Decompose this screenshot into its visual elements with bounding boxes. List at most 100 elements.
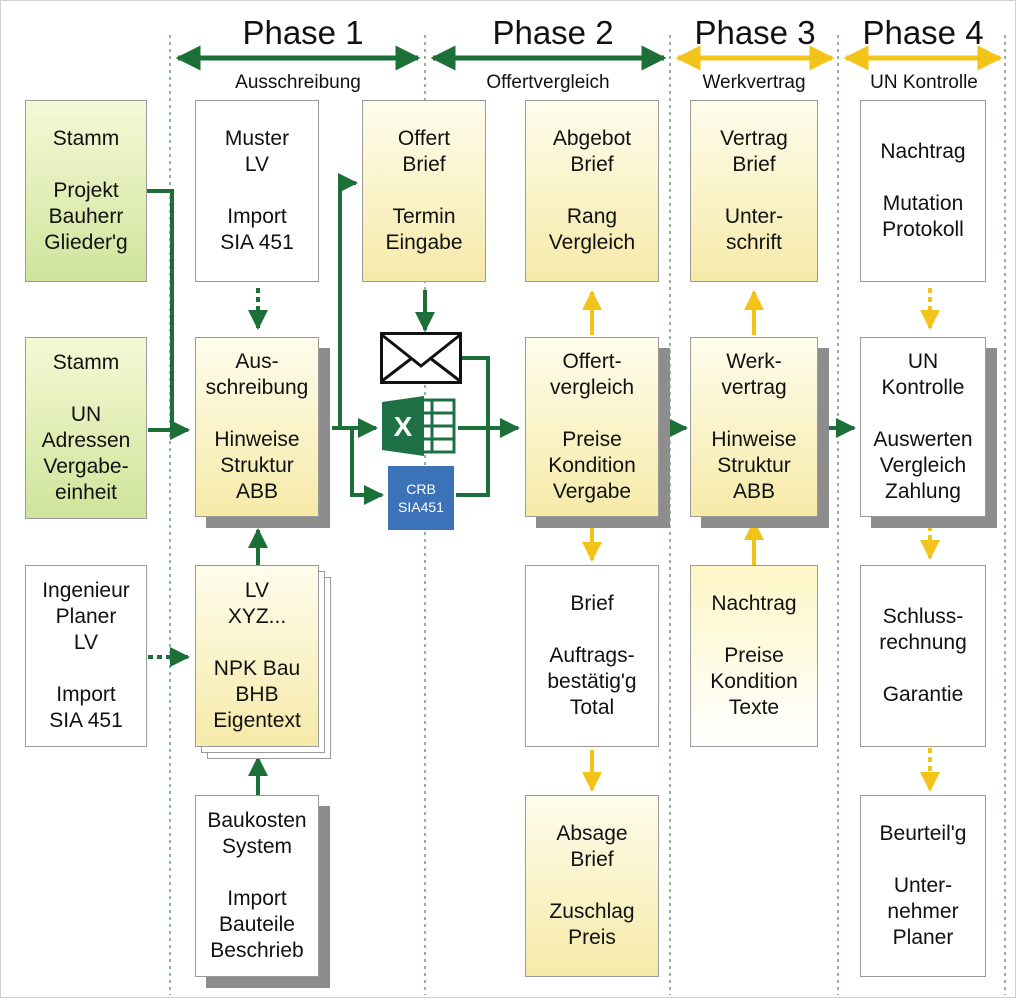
box-line: Rang	[566, 205, 618, 228]
box-line: LV	[244, 579, 270, 602]
box-line: rechnung	[879, 631, 967, 654]
box-line: NPK Bau	[213, 657, 301, 680]
box-line: System	[221, 835, 292, 858]
box-line: Bauteile	[219, 913, 295, 936]
box-line: Auftrags-	[549, 644, 635, 667]
box-line: Eigentext	[213, 709, 301, 732]
box-line: Werk-	[726, 350, 782, 373]
box-line: Brief	[402, 153, 446, 176]
phase-2-title: Phase 2	[492, 14, 614, 51]
box-line: ABB	[732, 480, 776, 503]
box-line: Zahlung	[885, 480, 961, 503]
box-line: Brief	[732, 153, 776, 176]
box-line: Kontrolle	[881, 376, 965, 399]
excel-letter: X	[394, 411, 413, 442]
box-line: Brief	[570, 592, 614, 615]
box-line: LV	[244, 153, 270, 176]
box-line: Abgebot	[552, 127, 632, 150]
box-line: Aus-	[235, 350, 279, 373]
phase-2-subtitle: Offertvergleich	[486, 72, 610, 93]
box-line: Schluss-	[882, 605, 964, 628]
phase-3-subtitle: Werkvertrag	[702, 72, 806, 93]
phase-1-subtitle: Ausschreibung	[235, 72, 361, 93]
excel-icon: X	[382, 396, 456, 456]
box-line: Vergabe-	[43, 455, 129, 478]
box-line: Offert-	[562, 350, 622, 373]
box-line: LV	[73, 631, 99, 654]
box-line: ABB	[235, 480, 279, 503]
box-line: Struktur	[717, 454, 791, 477]
box-line: Adressen	[41, 429, 131, 452]
box-line: Preis	[568, 926, 616, 949]
box-line: Ingenieur	[42, 579, 130, 602]
crb-label: CRB	[406, 481, 436, 497]
box-line: Zuschlag	[549, 900, 635, 923]
box-line: Projekt	[53, 179, 119, 202]
box-line: UN	[70, 403, 102, 426]
box-line: Brief	[570, 848, 614, 871]
box-line: Unter-	[893, 874, 953, 897]
phase-4-subtitle: UN Kontrolle	[870, 72, 978, 93]
box-line: Baukosten	[207, 809, 307, 832]
box-line: Brief	[570, 153, 614, 176]
phase-1-title: Phase 1	[242, 14, 364, 51]
box-line: Planer	[892, 926, 954, 949]
box-line: Nachtrag	[880, 140, 966, 163]
box-line: XYZ...	[227, 605, 287, 628]
box-line: Hinweise	[711, 428, 797, 451]
phase-3-title: Phase 3	[694, 14, 816, 51]
box-line: Beschrieb	[210, 939, 304, 962]
sia451-label: SIA451	[398, 499, 444, 515]
box-line: SIA 451	[49, 709, 123, 732]
arrow-stamm-to-ausschreibung	[147, 189, 190, 440]
box-line: Unter-	[724, 205, 784, 228]
box-line: schreibung	[205, 376, 309, 399]
box-line: Preise	[724, 644, 784, 667]
box-line: UN	[907, 350, 939, 373]
box-line: Muster	[224, 127, 290, 150]
box-line: vertrag	[721, 376, 787, 399]
box-line: Hinweise	[214, 428, 300, 451]
box-line: Import	[56, 683, 116, 706]
box-line: Bauherr	[48, 205, 124, 228]
box-line: Offert	[397, 127, 451, 150]
box-line: Beurteil'g	[879, 822, 967, 845]
box-line: Import	[227, 887, 287, 910]
phase-separators	[169, 35, 1006, 995]
crb-sia451-icon: CRB SIA451	[388, 466, 454, 530]
box-line: einheit	[55, 481, 117, 504]
box-line: SIA 451	[220, 231, 294, 254]
box-line: Termin	[392, 205, 456, 228]
box-line: BHB	[235, 683, 279, 706]
box-line: Protokoll	[882, 218, 964, 241]
arrow-to-offert-brief	[332, 173, 358, 430]
box-line: Absage	[556, 822, 628, 845]
box-line: Planer	[55, 605, 117, 628]
box-line: Glieder'g	[44, 231, 128, 254]
box-line: Stamm	[52, 127, 120, 150]
box-line: Mutation	[882, 192, 964, 215]
box-line: Garantie	[882, 683, 964, 706]
box-line: Kondition	[710, 670, 798, 693]
box-line: nehmer	[887, 900, 959, 923]
box-line: bestätig'g	[547, 670, 637, 693]
box-line: Vergleich	[879, 454, 967, 477]
